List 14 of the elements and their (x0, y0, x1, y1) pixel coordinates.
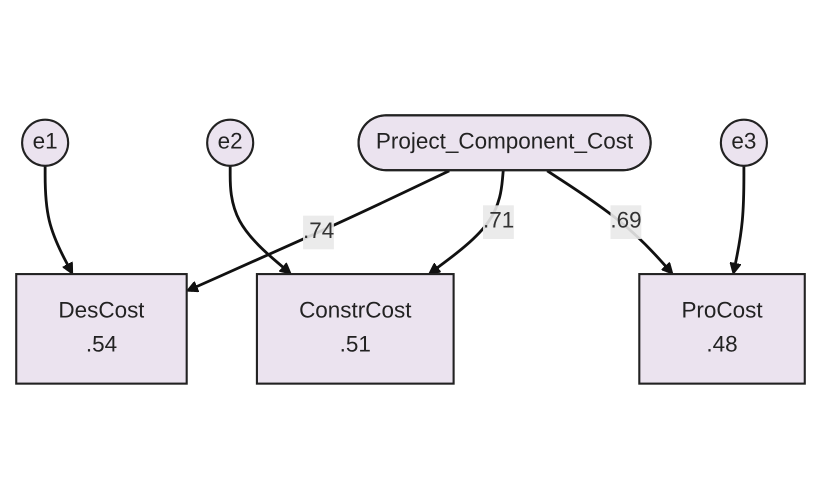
node-circle: e3 (720, 118, 768, 167)
node-circle: e1 (21, 118, 70, 167)
arrow (44, 166, 74, 275)
edge-label: .71 (482, 209, 514, 234)
edge-label: .74 (303, 220, 334, 244)
node-circle: e2 (206, 118, 254, 167)
node-box: DesCost .54 (15, 273, 188, 385)
arrow (546, 170, 674, 275)
arrow (228, 166, 292, 275)
edge-label: .69 (610, 209, 642, 234)
node-box: ProCost .48 (638, 273, 806, 385)
arrow (186, 170, 450, 292)
arrow (729, 166, 746, 275)
node-box: ConstrCost .51 (256, 273, 455, 385)
